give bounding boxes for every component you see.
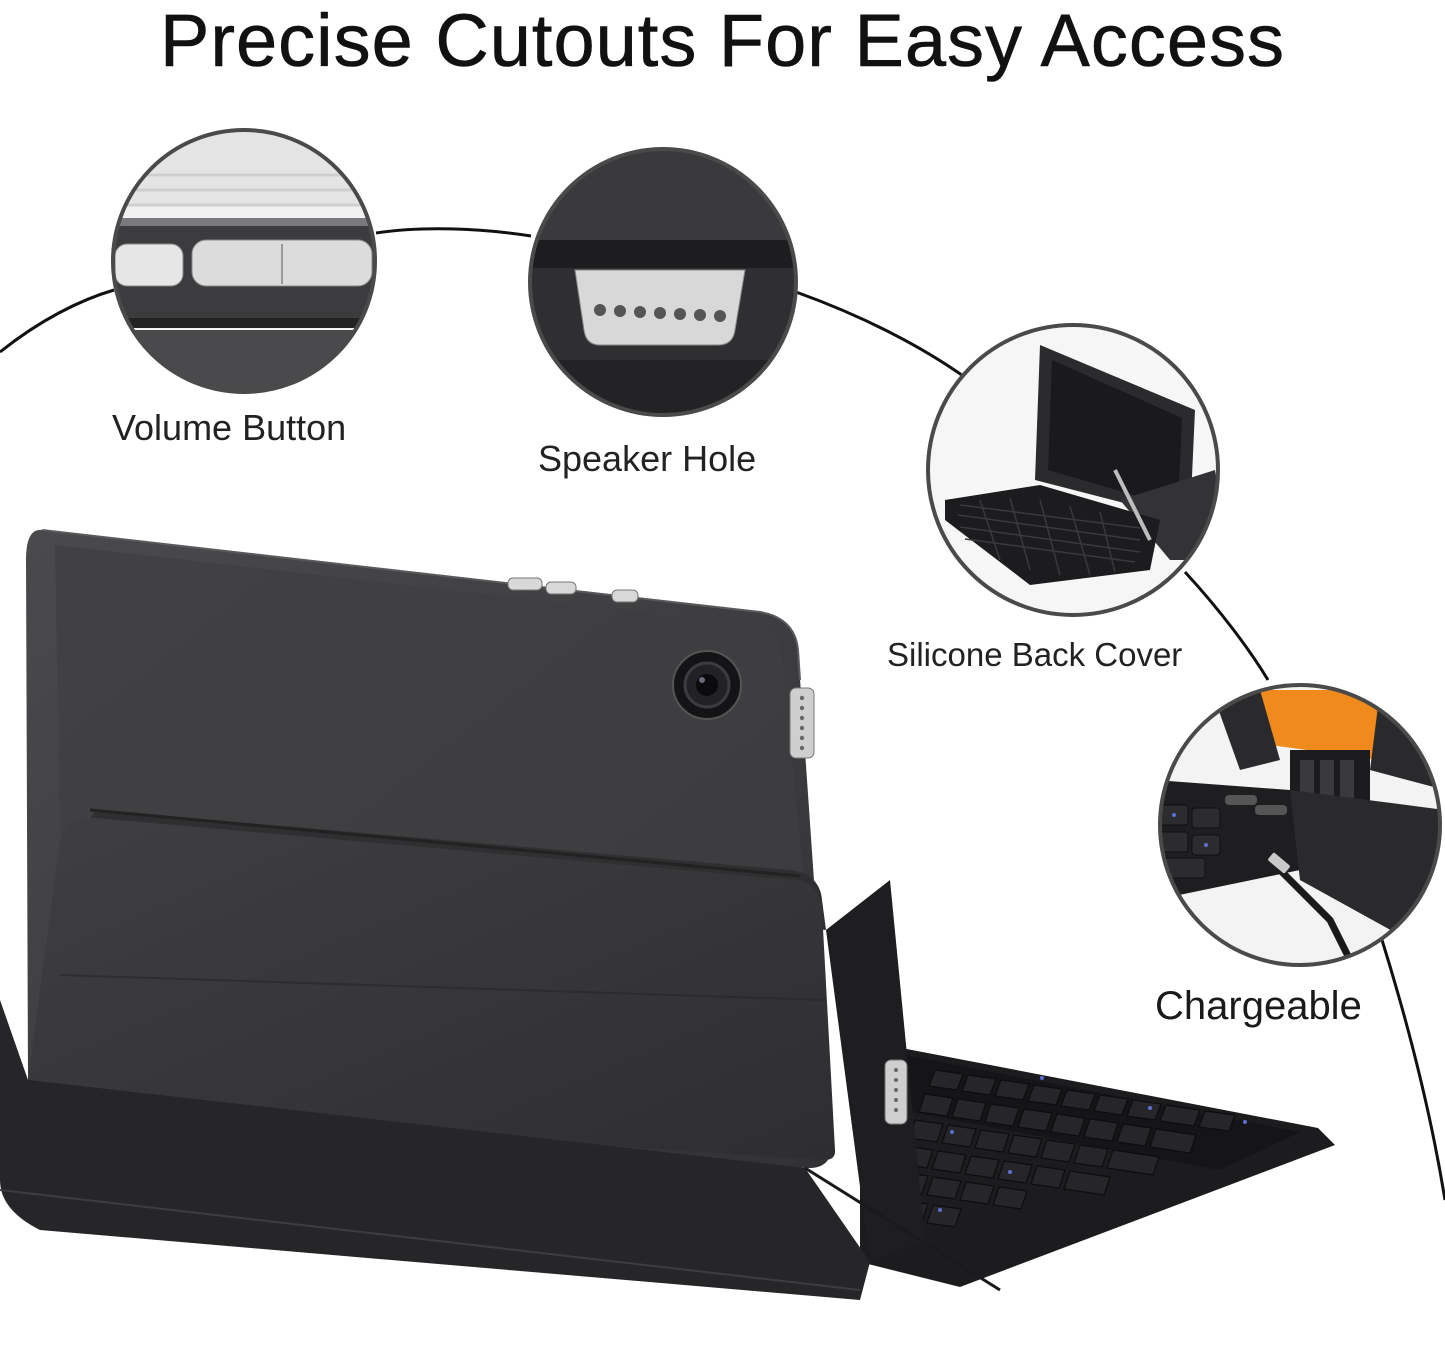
cover-bottom-fold: [0, 1000, 870, 1300]
label-speaker-hole: Speaker Hole: [538, 438, 757, 479]
tablet-keyboard-case: [0, 529, 1335, 1300]
label-chargeable: Chargeable: [1155, 984, 1362, 1028]
tablet-speaker-grille: [789, 687, 908, 1125]
label-volume-button: Volume Button: [112, 407, 347, 448]
page-title: Precise Cutouts For Easy Access: [160, 0, 1285, 82]
tablet-volume-buttons: [507, 577, 639, 603]
callout-chargeable: [1158, 683, 1442, 967]
callout-speaker-hole: [528, 147, 798, 417]
callout-silicone-back-cover: [926, 323, 1220, 617]
camera-icon: [672, 650, 742, 720]
label-silicone-back-cover: Silicone Back Cover: [887, 636, 1183, 673]
callout-volume-button: [111, 128, 377, 394]
cover-flap-lower: [28, 817, 836, 1160]
stand-fold: [826, 880, 925, 1262]
connector-lines: [0, 227, 1445, 1201]
